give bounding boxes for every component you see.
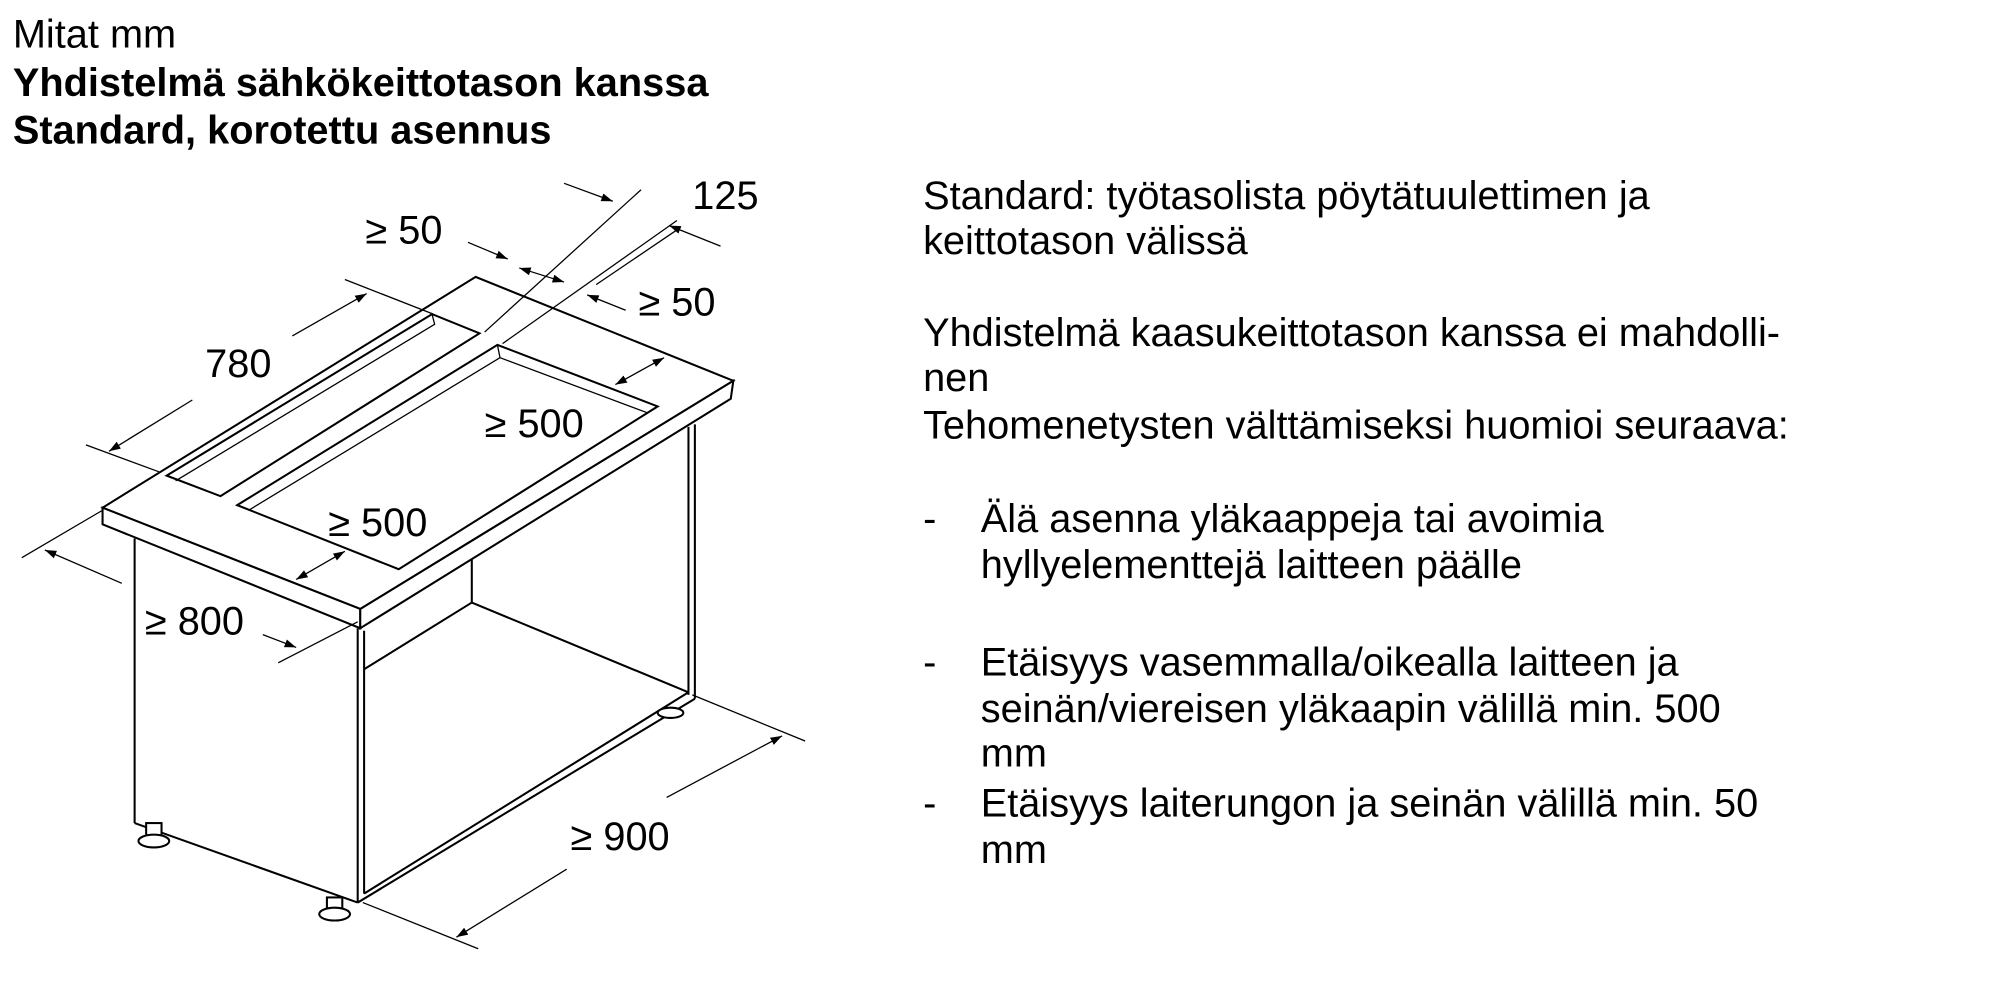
countertop (100, 275, 736, 631)
downdraft-cutout (164, 312, 482, 498)
bullet-dash: - (923, 497, 936, 541)
note-line: Standard: työtasolista pöytätuulettimen … (923, 174, 1651, 218)
cabinet (133, 378, 696, 922)
cabinet-leg (656, 706, 685, 719)
dim-125: 125 (692, 174, 758, 218)
units-label: Mitat mm (13, 12, 176, 56)
dim-width: ≥ 800 (145, 600, 244, 644)
subtitle: Standard, korotettu asennus (13, 109, 552, 153)
cabinet-leg (137, 822, 171, 849)
hob-cutout (234, 343, 660, 571)
note-line: keittotason välissä (923, 219, 1249, 263)
cabinet-leg (318, 896, 352, 922)
bullet-line: mm (981, 732, 1047, 776)
bullet-line: Etäisyys vasemmalla/oikealla laitteen ja (981, 641, 1680, 685)
dimension-lines (21, 182, 806, 950)
bullet-line: Etäisyys laiterungon ja seinän välillä m… (981, 782, 1758, 826)
dim-cabinet-width: ≥ 900 (571, 815, 670, 859)
bullet-line: seinän/viereisen yläkaapin välillä min. … (981, 687, 1721, 731)
note-line: nen (923, 356, 989, 400)
title: Yhdistelmä sähkökeittotason kanssa (13, 61, 710, 105)
note-line: Yhdistelmä kaasukeittotason kanssa ei ma… (923, 311, 1780, 355)
bullet-line: mm (981, 828, 1047, 872)
bullet-line: Älä asenna yläkaappeja tai avoimia (981, 497, 1605, 541)
dim-side-gap: ≥ 50 (638, 280, 715, 324)
bullet-dash: - (923, 782, 936, 826)
note-line: Tehomenetysten välttämiseksi huomioi seu… (923, 403, 1789, 447)
dim-top-gap: ≥ 50 (365, 209, 442, 253)
notes: Standard: työtasolista pöytätuulettimen … (923, 174, 1789, 872)
bullet-line: hyllyelementtejä laitteen päälle (981, 543, 1522, 587)
dim-right-clearance: ≥ 500 (485, 402, 584, 446)
dim-depth: 780 (205, 342, 271, 386)
bullet-dash: - (923, 641, 936, 685)
dim-front-clearance: ≥ 500 (328, 501, 427, 545)
